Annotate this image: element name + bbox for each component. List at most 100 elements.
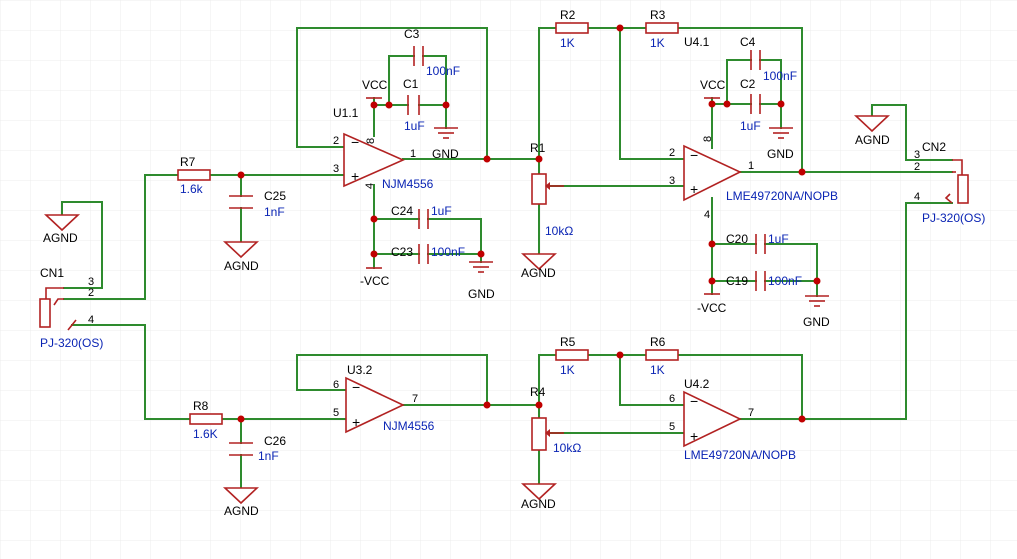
- svg-text:GND: GND: [803, 315, 830, 329]
- capacitor-c20: C20 1uF: [726, 232, 789, 254]
- resistor-r5: R5 1K: [555, 335, 589, 377]
- svg-text:R6: R6: [650, 335, 666, 349]
- svg-text:−: −: [690, 393, 698, 409]
- svg-text:1: 1: [748, 160, 754, 172]
- svg-text:2: 2: [669, 147, 675, 159]
- svg-text:1nF: 1nF: [258, 449, 279, 463]
- svg-text:1uF: 1uF: [740, 119, 761, 133]
- svg-text:4: 4: [88, 314, 94, 326]
- svg-text:C3: C3: [404, 27, 420, 41]
- svg-text:+: +: [690, 181, 698, 197]
- u4-2-ref: U4.2: [684, 377, 710, 391]
- svg-text:1.6K: 1.6K: [193, 427, 218, 441]
- agnd-symbol-r1: AGND: [520, 253, 558, 280]
- svg-text:1K: 1K: [650, 363, 665, 377]
- svg-text:7: 7: [748, 407, 754, 419]
- capacitor-c1: C1 1uF: [403, 77, 425, 133]
- opamp-u4-1: − + 2 3 1 8 4 U4.1 LME49720NA/NOPB: [669, 35, 838, 221]
- opamp-u4-2: − + 6 5 7 U4.2 LME49720NA/NOPB: [669, 377, 796, 462]
- svg-text:7: 7: [412, 393, 418, 405]
- svg-text:AGND: AGND: [521, 266, 556, 280]
- agnd-symbol-c26: AGND: [222, 487, 260, 518]
- svg-text:−: −: [690, 147, 698, 163]
- svg-text:4: 4: [704, 209, 710, 221]
- svg-text:C24: C24: [391, 204, 413, 218]
- svg-text:R4: R4: [530, 385, 546, 399]
- svg-text:VCC: VCC: [700, 78, 726, 92]
- gnd-symbol-c2: GND: [767, 127, 794, 161]
- gnd-symbol-c24: GND: [468, 261, 495, 301]
- svg-text:C19: C19: [726, 274, 748, 288]
- nvcc-symbol-u1: -VCC: [360, 267, 390, 288]
- u3-2-ref: U3.2: [347, 363, 373, 377]
- gnd-symbol-c1: GND: [432, 127, 459, 161]
- svg-text:C23: C23: [391, 245, 413, 259]
- resistor-r2: R2 1K: [555, 8, 589, 50]
- junction-dots: [237, 24, 821, 423]
- u1-1-ref: U1.1: [333, 106, 359, 120]
- svg-text:GND: GND: [468, 287, 495, 301]
- svg-text:100nF: 100nF: [431, 245, 465, 259]
- connector-cn1: 3 2 4 CN1 PJ-320(OS): [39, 266, 103, 350]
- connector-cn2: 3 2 4 CN2 PJ-320(OS): [914, 140, 985, 225]
- svg-text:-VCC: -VCC: [697, 301, 727, 315]
- svg-text:100nF: 100nF: [768, 274, 802, 288]
- u4-1-part: LME49720NA/NOPB: [726, 189, 838, 203]
- svg-text:1uF: 1uF: [431, 204, 452, 218]
- svg-text:−: −: [351, 134, 359, 150]
- svg-text:R2: R2: [560, 8, 576, 22]
- svg-text:1.6k: 1.6k: [180, 182, 204, 196]
- svg-text:C4: C4: [740, 35, 756, 49]
- svg-text:C2: C2: [740, 77, 756, 91]
- svg-text:3: 3: [88, 276, 94, 288]
- svg-text:R8: R8: [193, 399, 209, 413]
- capacitor-c3: C3 100nF: [404, 27, 460, 78]
- svg-text:GND: GND: [432, 147, 459, 161]
- opamp-u3-2: − + 6 5 7 U3.2 NJM4556: [333, 363, 435, 434]
- svg-text:6: 6: [669, 393, 675, 405]
- capacitor-c23: C23 100nF: [391, 244, 465, 264]
- agnd-symbol-cn2: AGND: [853, 115, 891, 147]
- nvcc-symbol-u4: -VCC: [697, 293, 727, 315]
- u4-1-ref: U4.1: [684, 35, 710, 49]
- resistor-r6: R6 1K: [645, 335, 679, 377]
- svg-text:R7: R7: [180, 155, 196, 169]
- vcc-symbol-u1: VCC: [362, 78, 388, 99]
- svg-text:AGND: AGND: [521, 497, 556, 511]
- u3-2-part: NJM4556: [383, 419, 435, 433]
- svg-text:2: 2: [333, 135, 339, 147]
- svg-text:CN1: CN1: [40, 266, 64, 280]
- svg-text:100nF: 100nF: [426, 64, 460, 78]
- svg-text:3: 3: [914, 149, 920, 161]
- svg-text:−: −: [352, 379, 360, 395]
- svg-text:AGND: AGND: [43, 231, 78, 245]
- vcc-symbol-u4: VCC: [700, 78, 726, 99]
- svg-text:R5: R5: [560, 335, 576, 349]
- svg-text:1K: 1K: [650, 36, 665, 50]
- u4-2-part: LME49720NA/NOPB: [684, 448, 796, 462]
- svg-text:1uF: 1uF: [768, 232, 789, 246]
- agnd-symbol-c25: AGND: [222, 241, 260, 273]
- svg-text:R3: R3: [650, 8, 666, 22]
- svg-text:100nF: 100nF: [763, 69, 797, 83]
- svg-text:3: 3: [669, 175, 675, 187]
- svg-text:+: +: [352, 414, 360, 430]
- svg-text:8: 8: [365, 138, 377, 144]
- capacitor-c25: C25 1nF: [229, 189, 286, 219]
- svg-text:3: 3: [333, 163, 339, 175]
- svg-text:2: 2: [88, 287, 94, 299]
- svg-text:AGND: AGND: [224, 504, 259, 518]
- capacitor-c26: C26 1nF: [229, 434, 286, 463]
- capacitor-c19: C19 100nF: [726, 271, 802, 291]
- potentiometer-r4: R4 10kΩ: [530, 385, 581, 455]
- svg-text:VCC: VCC: [362, 78, 388, 92]
- capacitor-c24: C24 1uF: [391, 204, 452, 229]
- svg-text:10kΩ: 10kΩ: [545, 224, 573, 238]
- resistor-r8: R8 1.6K: [189, 399, 223, 441]
- svg-text:R1: R1: [530, 141, 546, 155]
- capacitor-c2: C2 1uF: [740, 77, 761, 133]
- svg-text:1K: 1K: [560, 36, 575, 50]
- svg-text:C26: C26: [264, 434, 286, 448]
